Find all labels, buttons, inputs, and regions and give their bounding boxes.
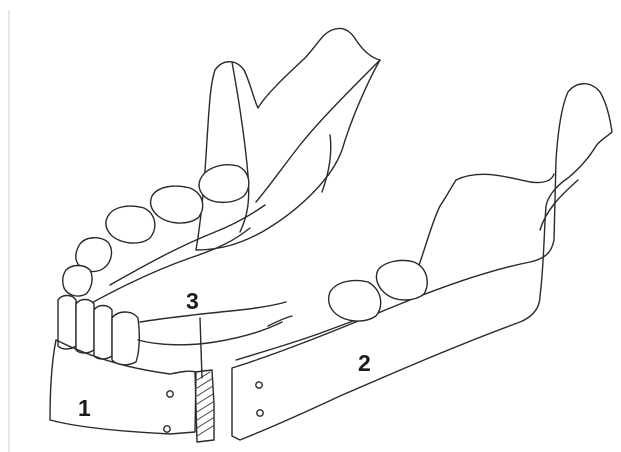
screw-hole	[257, 410, 263, 416]
far-body-lingual-2	[88, 228, 250, 305]
far-ramus-outline	[196, 28, 380, 250]
segment-2-outline	[232, 84, 612, 440]
near-occlusal-line	[140, 302, 286, 322]
near-molar-1	[329, 280, 381, 321]
incisor-1	[58, 296, 76, 350]
segment-label-2: 2	[358, 352, 371, 375]
far-molar-2	[151, 186, 203, 223]
graft-hatching	[197, 372, 213, 436]
screw-hole	[167, 391, 173, 397]
near-body-cut-line	[268, 316, 292, 326]
label-3-pointer	[200, 318, 202, 378]
near-gum-line	[138, 322, 282, 345]
far-ramus-notch	[322, 135, 331, 192]
segment-label-1: 1	[78, 397, 91, 420]
screw-hole	[164, 426, 170, 432]
near-ramus-anterior	[418, 180, 456, 268]
canine	[112, 312, 139, 365]
near-molar-2	[376, 260, 427, 300]
far-ramus-inner	[232, 62, 249, 232]
near-ramus-notch	[456, 174, 554, 183]
far-molar-3	[199, 165, 249, 203]
screw-hole	[256, 382, 262, 388]
far-molar-1	[106, 206, 155, 243]
segment-label-3: 3	[186, 290, 199, 313]
incisor-3	[94, 306, 112, 360]
far-premolar-1	[63, 266, 92, 297]
incisor-2	[76, 300, 94, 354]
far-ramus-ridge	[256, 60, 380, 202]
